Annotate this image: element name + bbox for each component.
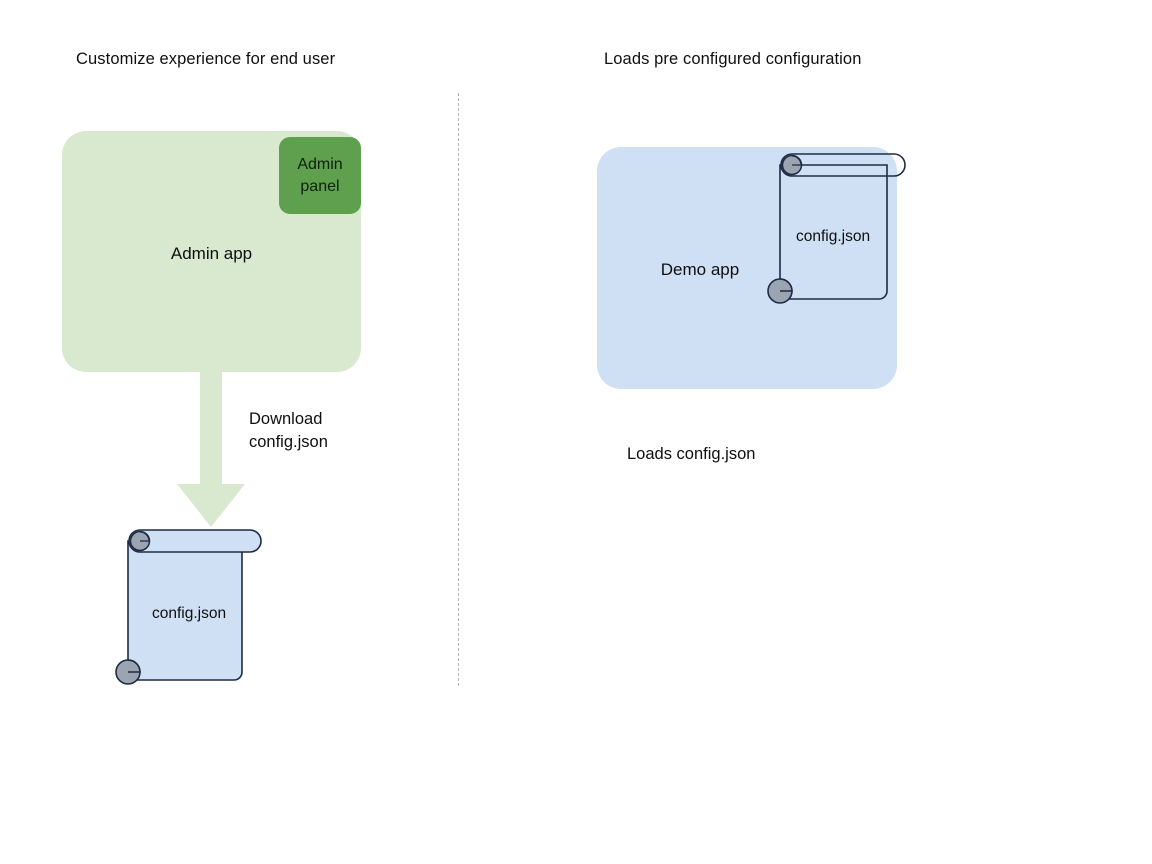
admin-panel-label: Admin panel xyxy=(297,155,343,195)
config-json-document-right[interactable] xyxy=(767,152,922,312)
download-arrow-icon xyxy=(177,370,245,527)
config-json-document-left[interactable] xyxy=(115,528,270,688)
loads-config-caption: Loads config.json xyxy=(627,445,756,463)
download-arrow-label: Download config.json xyxy=(249,410,328,451)
right-panel-heading: Loads pre configured configuration xyxy=(604,50,862,68)
demo-app-box xyxy=(597,147,897,389)
panel-divider xyxy=(458,93,459,686)
admin-panel-box[interactable]: Admin panel xyxy=(279,137,361,214)
config-json-label-right: config.json xyxy=(796,228,871,245)
admin-app-label: Admin app xyxy=(170,244,253,263)
left-panel-heading: Customize experience for end user xyxy=(76,50,336,68)
demo-app-label: Demo app xyxy=(660,260,740,279)
config-json-label-left: config.json xyxy=(152,605,227,622)
